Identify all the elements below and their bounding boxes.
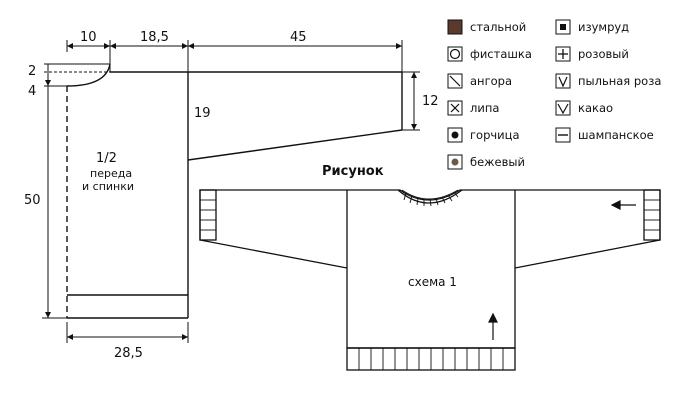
collar-ticks	[403, 191, 459, 207]
small-square-icon	[560, 24, 566, 30]
right-cuff	[643, 189, 661, 241]
svg-text:розовый: розовый	[578, 47, 629, 61]
dimension-arrows	[45, 43, 417, 340]
pattern-piece	[66, 63, 403, 319]
left-cuff	[199, 189, 217, 241]
legend-item-beige: бежевый	[447, 154, 525, 170]
legend-item-pistachio: фисташка	[447, 46, 532, 62]
filled-brown-icon	[447, 19, 463, 35]
sleeve-underside	[187, 129, 403, 161]
dim-half-width: 28,5	[114, 346, 143, 361]
diagonal-icon	[449, 75, 461, 87]
sweater-outline	[199, 189, 661, 349]
dimension-lines	[42, 40, 420, 343]
dot-icon	[451, 131, 459, 139]
legend-item-emerald: изумруд	[555, 19, 629, 35]
svg-text:липа: липа	[470, 101, 499, 115]
dim-sleeve-length: 45	[290, 30, 307, 45]
svg-text:горчица: горчица	[470, 128, 520, 142]
piece-label-line3: и спинки	[82, 180, 134, 193]
piece-label-fraction: 1/2	[96, 151, 117, 166]
svg-text:стальной: стальной	[470, 20, 526, 34]
scheme-label: схема 1	[408, 275, 457, 289]
svg-text:фисташка: фисташка	[470, 47, 532, 61]
legend-item-dusty-rose: пыльная роза	[555, 73, 661, 89]
piece-label-line2: переда	[90, 167, 132, 180]
dim-body-length: 50	[24, 193, 41, 208]
circle-icon	[449, 48, 461, 60]
legend-item-champagne: шампанское	[555, 127, 654, 143]
neckline-curve	[66, 63, 111, 87]
brown-dot-icon	[451, 158, 459, 166]
knit-direction-arrows	[488, 200, 636, 340]
plus-icon	[558, 49, 568, 59]
legend-item-steel: стальной	[447, 19, 526, 35]
svg-text:какао: какао	[578, 101, 613, 115]
cuff-ticks	[200, 199, 660, 231]
svg-text:бежевый: бежевый	[470, 155, 525, 169]
legend-item-mustard: горчица	[447, 127, 520, 143]
svg-text:изумруд: изумруд	[578, 20, 629, 34]
sweater-title: Рисунок	[322, 164, 384, 179]
legend-item-cocoa: какао	[555, 100, 613, 116]
cross-icon	[450, 103, 460, 113]
dim-neck-width: 10	[80, 30, 97, 45]
dim-armhole-depth: 19	[194, 106, 211, 121]
dim-cuff-height: 12	[422, 94, 439, 109]
legend-item-pink: розовый	[555, 46, 629, 62]
dim-shoulder-width: 18,5	[140, 30, 169, 45]
rib-ticks	[358, 348, 504, 370]
v-icon	[558, 76, 568, 88]
triangle-down-icon	[557, 103, 569, 115]
dim-neck-drop-front: 4	[28, 84, 36, 99]
svg-text:ангора: ангора	[470, 74, 512, 88]
legend: стальной фисташка ангора липа горчица	[447, 19, 661, 170]
legend-item-linden: липа	[447, 100, 499, 116]
legend-item-angora: ангора	[447, 73, 512, 89]
dim-neck-drop-back: 2	[28, 64, 36, 79]
svg-text:пыльная роза: пыльная роза	[578, 74, 661, 88]
svg-text:шампанское: шампанское	[578, 128, 654, 142]
